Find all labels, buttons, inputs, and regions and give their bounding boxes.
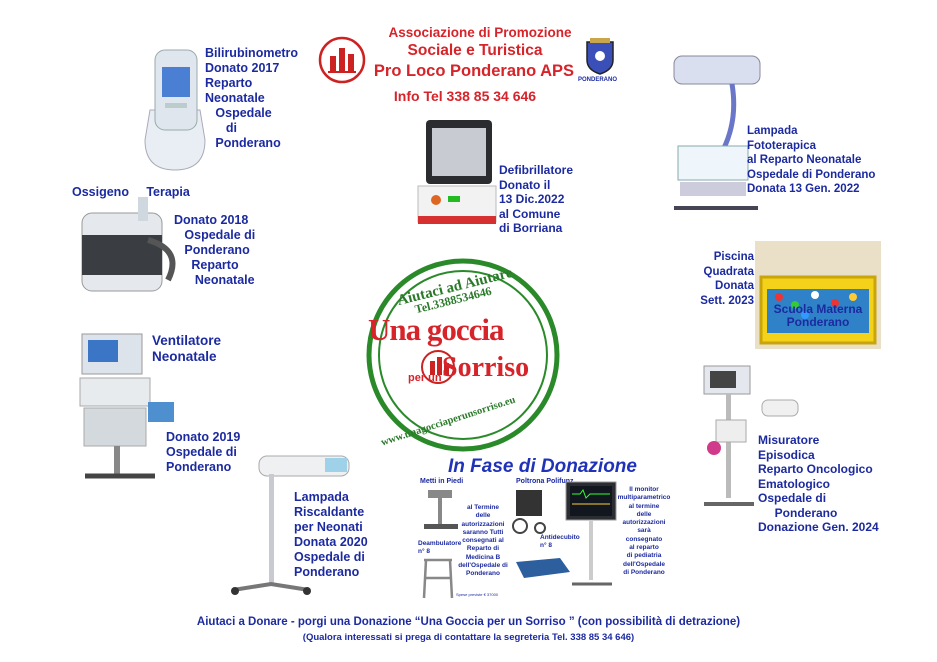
monitor-stand-image xyxy=(696,362,806,516)
donation-title: In Fase di Donazione xyxy=(448,456,637,477)
footer-line2: (Qualora interessati si prega di contatt… xyxy=(302,632,635,643)
warming-lamp-image xyxy=(225,450,355,600)
oxygen-label: Donato 2018 Ospedale di Ponderano Repart… xyxy=(174,213,256,287)
pool-caption: Scuola Materna Ponderano xyxy=(773,302,863,329)
deambulatore-label: Deambulatore n° 8 xyxy=(418,540,462,555)
footer-line1: Aiutaci a Donare - porgi una Donazione “… xyxy=(196,616,741,628)
una-goccia-logo xyxy=(358,255,568,455)
logo-main2-small: per un xyxy=(408,372,442,384)
poltrona-label: Poltrona Polifunz. xyxy=(516,478,576,485)
header-line4: Info Tel 338 85 34 646 xyxy=(393,88,537,104)
bilirubinometer-label: Bilirubinometro Donato 2017 Reparto Neon… xyxy=(205,46,299,150)
logo-main2: Sorriso xyxy=(442,352,530,383)
header-line2: Sociale e Turistica xyxy=(407,42,543,59)
antidecubito-label: Antidecubito n° 8 xyxy=(540,534,580,549)
oxygen-device-image xyxy=(78,195,188,300)
defibrillator-label: Defibrillatore Donato il 13 Dic.2022 al … xyxy=(499,163,574,235)
defibrillator-image xyxy=(414,116,500,230)
multiparameter-monitor-image xyxy=(564,480,620,592)
ball-pool-image: Scuola Materna Ponderano xyxy=(755,241,881,349)
note-right: Il monitor multiparametrico al termine d… xyxy=(617,486,671,576)
ponderano-crest xyxy=(581,36,619,80)
phototherapy-label: Lampada Fototerapica al Reparto Neonatal… xyxy=(747,125,876,195)
metti-label: Metti in Piedi xyxy=(420,478,464,485)
monitor-label: Misuratore Episodica Reparto Oncologico … xyxy=(758,433,879,534)
crest-caption: PONDERANO xyxy=(578,77,618,83)
walker-image xyxy=(418,556,458,600)
phototherapy-lamp-image xyxy=(668,50,768,215)
oxygen-title: Ossigeno Terapia xyxy=(72,185,190,199)
bilirubinometer-image xyxy=(140,45,210,175)
ventilator-label: Donato 2019 Ospedale di Ponderano xyxy=(166,430,241,474)
header-line1: Associazione di Promozione xyxy=(388,25,572,40)
wheelchair-image xyxy=(506,486,552,536)
logo-main1: Una goccia xyxy=(368,312,505,347)
mattress-image xyxy=(512,554,572,582)
proloco-logo xyxy=(318,36,366,84)
pool-label: Piscina Quadrata Donata Sett. 2023 xyxy=(700,251,754,307)
ventilator-title: Ventilatore Neonatale xyxy=(152,333,222,364)
warming-lamp-label: Lampada Riscaldante per Neonati Donata 2… xyxy=(294,490,368,579)
note-left: al Termine delle autorizzazioni saranno … xyxy=(458,504,508,578)
standing-aid-image xyxy=(420,486,462,532)
ventilator-image xyxy=(70,328,180,488)
note-left-small: Spese previste € 37000 xyxy=(456,592,499,597)
header-line3: Pro Loco Ponderano APS xyxy=(373,62,575,80)
